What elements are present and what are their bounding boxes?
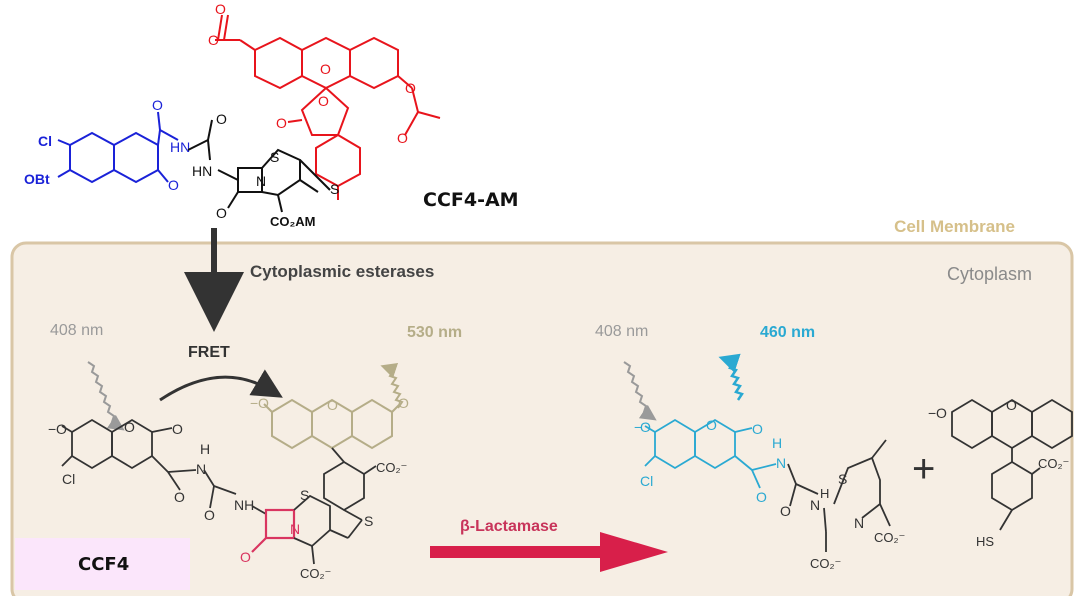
- thiol-group: HS: [976, 534, 994, 549]
- atom-label: H: [820, 486, 829, 501]
- atom-label: O: [405, 80, 416, 96]
- esterase-label: Cytoplasmic esterases: [250, 262, 434, 281]
- atom-label: HN: [170, 139, 190, 155]
- emission-460-wave: [718, 353, 744, 401]
- atom-label: N: [290, 521, 300, 537]
- atom-label: O: [318, 93, 329, 109]
- fret-arrow: [159, 369, 283, 402]
- emission-460-label: 460 nm: [760, 324, 815, 341]
- atom-label: O: [258, 395, 269, 411]
- atom-label: O: [172, 421, 183, 437]
- atom-label: −: [634, 419, 642, 435]
- atom-label: O: [215, 1, 226, 17]
- lactamase-label: β-Lactamase: [460, 518, 558, 535]
- co2am-group: CO₂AM: [270, 214, 316, 229]
- coumarin-product: − O Cl O O H N O O H N S N CO₂⁻ CO₂⁻: [634, 417, 905, 571]
- excitation-left-label: 408 nm: [50, 322, 103, 339]
- atom-label: CO₂⁻: [300, 566, 331, 581]
- atom-label: O: [1006, 397, 1017, 413]
- cephalosporin-core: [187, 119, 331, 213]
- excitation-right-wave: [623, 361, 657, 421]
- atom-label: S: [270, 149, 279, 165]
- ccf4-label: CCF4: [78, 554, 129, 575]
- ccf4-label-box: [15, 538, 190, 590]
- atom-label: O: [780, 503, 791, 519]
- atom-label: O: [327, 397, 338, 413]
- plus-sign: +: [912, 447, 935, 491]
- membrane-label: Cell Membrane: [894, 217, 1015, 236]
- atom-label: O: [398, 395, 409, 411]
- fret-label: FRET: [188, 344, 230, 361]
- cytoplasm-label: Cytoplasm: [947, 264, 1032, 284]
- atom-label: O: [240, 549, 251, 565]
- atom-label: −: [928, 405, 936, 421]
- atom-label: CO₂⁻: [1038, 456, 1069, 471]
- obt-group: OBt: [24, 171, 50, 187]
- fluorescein-diacetate: [215, 14, 441, 200]
- atom-label: O: [208, 32, 219, 48]
- atom-label: CO₂⁻: [376, 460, 407, 475]
- atom-label: S: [330, 181, 339, 197]
- atom-label: O: [216, 205, 227, 221]
- atom-label: O: [936, 405, 947, 421]
- atom-label: O: [640, 419, 651, 435]
- atom-label: S: [300, 487, 309, 503]
- atom-label: −: [48, 421, 56, 437]
- atom-label: O: [397, 130, 408, 146]
- ccf4-molecule: − O Cl O O H N O O NH N O S CO₂⁻ S: [48, 395, 409, 581]
- fluorescein-product: [951, 398, 1073, 531]
- atom-label: N: [776, 455, 786, 471]
- atom-label: −: [250, 395, 258, 411]
- excitation-left-wave: [87, 361, 125, 431]
- emission-530-label: 530 nm: [407, 324, 462, 341]
- atom-label: NH: [234, 497, 254, 513]
- atom-label: S: [838, 471, 847, 487]
- lactamase-arrow: [430, 532, 668, 572]
- atom-label: O: [756, 489, 767, 505]
- emission-530-wave: [380, 362, 404, 409]
- ccf4-am-molecule: O O O O O O O Cl OBt O HN O: [24, 1, 441, 229]
- atom-label: Cl: [640, 473, 653, 489]
- atom-label: H: [772, 435, 782, 451]
- atom-label: N: [256, 173, 266, 189]
- atom-label: S: [364, 513, 373, 529]
- atom-label: H: [200, 441, 210, 457]
- atom-label: O: [168, 177, 179, 193]
- atom-label: N: [810, 497, 820, 513]
- excitation-right-label: 408 nm: [595, 323, 648, 340]
- atom-label: Cl: [62, 471, 75, 487]
- atom-label: N: [196, 461, 206, 477]
- atom-label: O: [216, 111, 227, 127]
- atom-label: O: [124, 419, 135, 435]
- atom-label: CO₂⁻: [874, 530, 905, 545]
- coumarin-donor: [57, 111, 179, 184]
- atom-label: O: [320, 61, 331, 77]
- atom-label: HN: [192, 163, 212, 179]
- chlorine-atom: Cl: [38, 133, 52, 149]
- atom-label: O: [276, 115, 287, 131]
- atom-label: CO₂⁻: [810, 556, 841, 571]
- atom-label: O: [204, 507, 215, 523]
- atom-label: O: [706, 417, 717, 433]
- atom-label: O: [152, 97, 163, 113]
- atom-label: O: [752, 421, 763, 437]
- atom-label: N: [854, 515, 864, 531]
- atom-label: O: [56, 421, 67, 437]
- atom-label: O: [174, 489, 185, 505]
- ccf4-am-title: CCF4-AM: [423, 189, 519, 211]
